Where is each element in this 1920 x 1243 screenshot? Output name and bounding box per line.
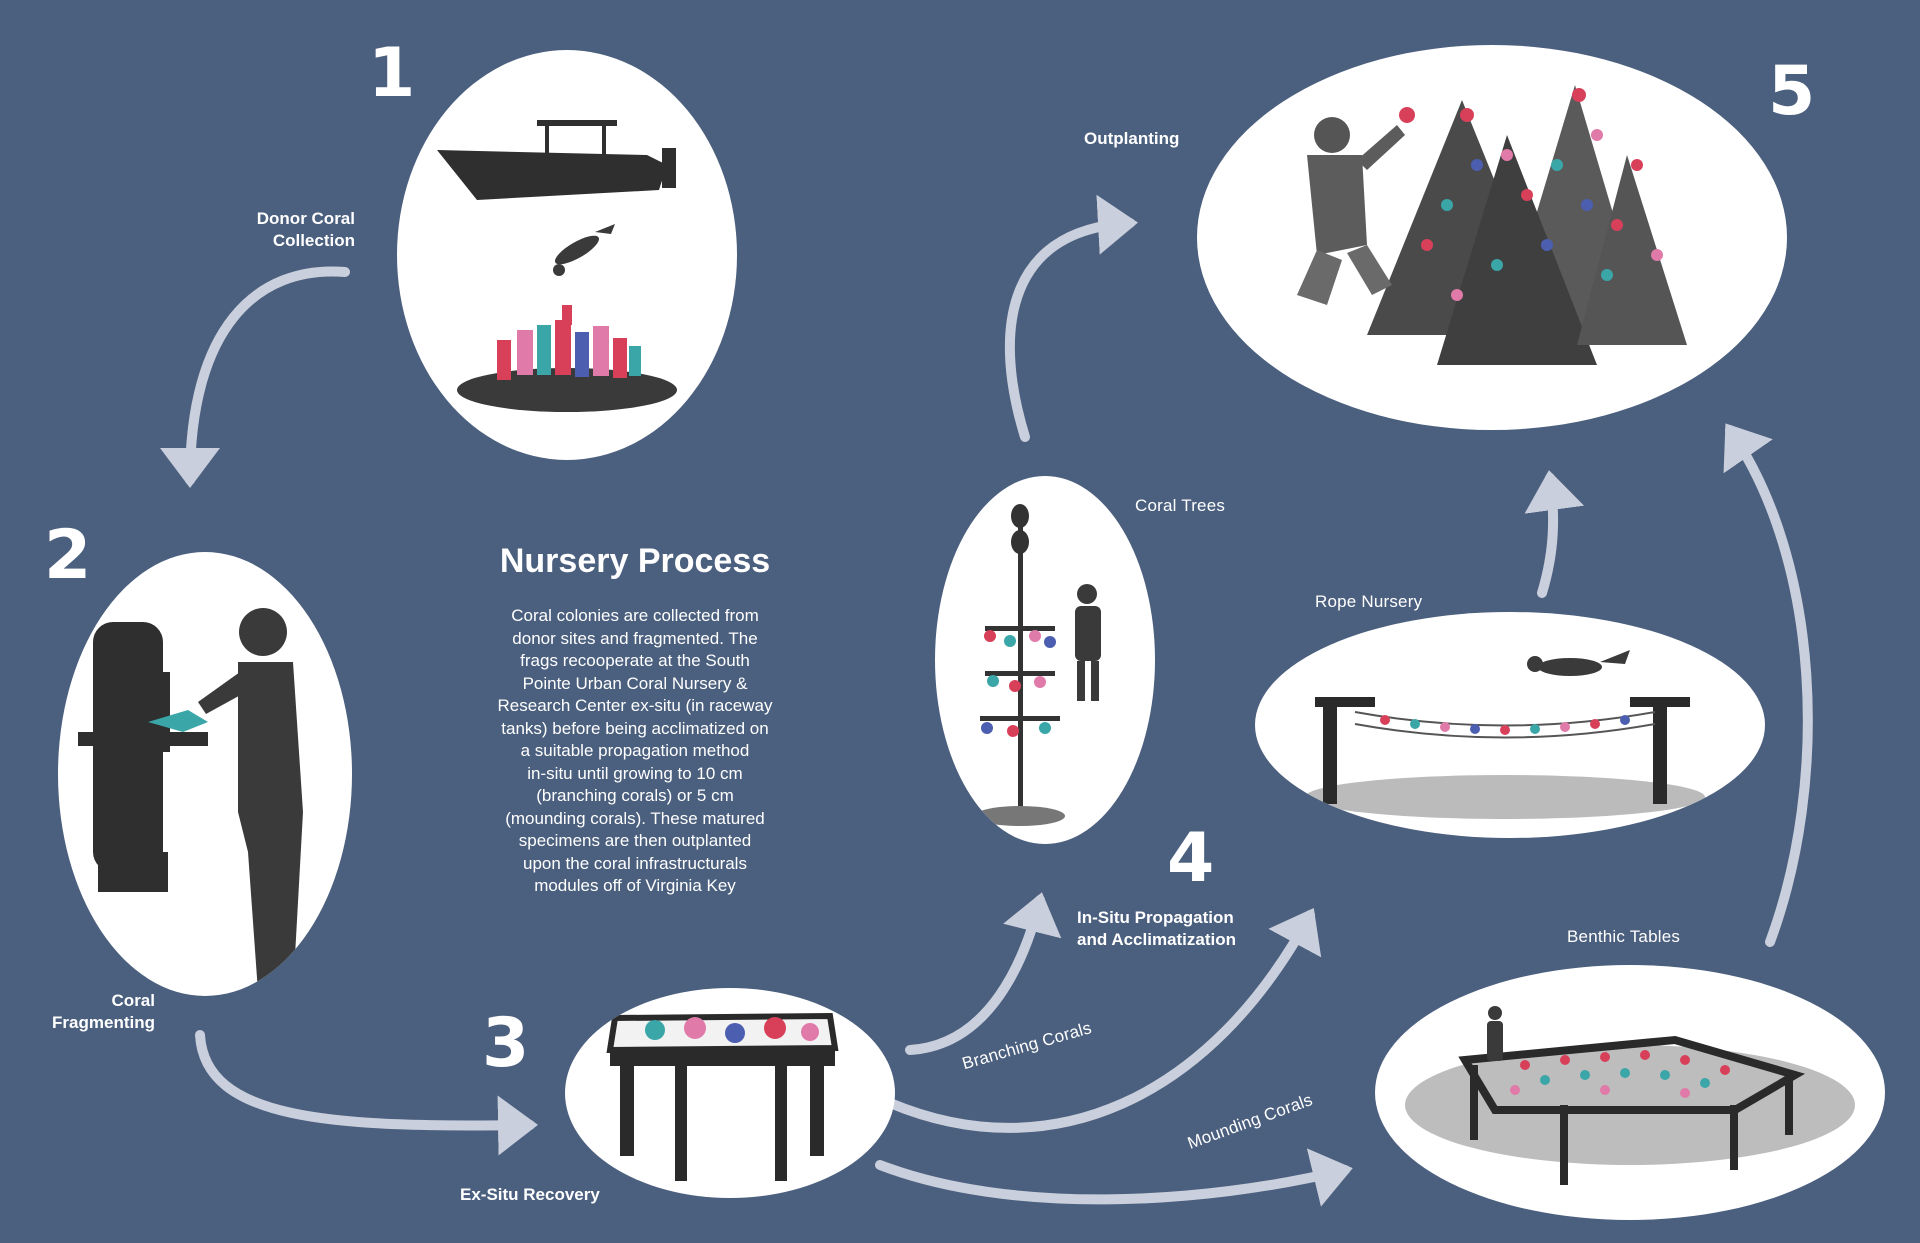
outplanting-illustration bbox=[1197, 45, 1787, 430]
description-line: Coral colonies are collected from bbox=[470, 605, 800, 628]
description-line: tanks) before being acclimatized on bbox=[470, 718, 800, 741]
arrow-3-to-tables bbox=[880, 1165, 1345, 1199]
description-line: upon the coral infrastructurals bbox=[470, 853, 800, 876]
arrow-2-to-3 bbox=[200, 1035, 530, 1126]
bandsaw-icon bbox=[78, 622, 208, 892]
diver-icon bbox=[1527, 650, 1630, 676]
boat-icon bbox=[437, 120, 676, 200]
mounding-corals-label: Mounding Corals bbox=[1185, 1090, 1315, 1154]
rope-nursery-illustration bbox=[1255, 612, 1765, 838]
rope-nursery-label: Rope Nursery bbox=[1315, 592, 1422, 612]
step-1-label: Donor Coral Collection bbox=[215, 208, 355, 252]
step-2-number: 2 bbox=[44, 522, 91, 590]
description-line: modules off of Virginia Key bbox=[470, 875, 800, 898]
description-line: frags recooperate at the South bbox=[470, 650, 800, 673]
step-4-number: 4 bbox=[1167, 825, 1214, 893]
description-line: (mounding corals). These matured bbox=[470, 808, 800, 831]
step-2-label: Coral Fragmenting bbox=[20, 990, 155, 1034]
step-5-label: Outplanting bbox=[1084, 128, 1224, 150]
coral-pile-icon bbox=[457, 305, 677, 412]
description-line: donor sites and fragmented. The bbox=[470, 628, 800, 651]
coral-tree-icon bbox=[975, 504, 1065, 826]
description-line: a suitable propagation method bbox=[470, 740, 800, 763]
diagram-title: Nursery Process bbox=[455, 542, 815, 581]
description-line: Pointe Urban Coral Nursery & bbox=[470, 673, 800, 696]
coral-trees-label: Coral Trees bbox=[1135, 496, 1225, 516]
step-3-label: Ex-Situ Recovery bbox=[460, 1184, 660, 1206]
arrow-trees-to-5 bbox=[1010, 223, 1130, 437]
description-line: in-situ until growing to 10 cm bbox=[470, 763, 800, 786]
description-line: Research Center ex-situ (in raceway bbox=[470, 695, 800, 718]
description-line: (branching corals) or 5 cm bbox=[470, 785, 800, 808]
arrow-rope-to-5 bbox=[1542, 478, 1553, 593]
ex-situ-tank-illustration bbox=[565, 988, 895, 1198]
diver-icon bbox=[1487, 1006, 1503, 1061]
benthic-tables-illustration bbox=[1375, 965, 1885, 1220]
diver-icon bbox=[1075, 584, 1101, 701]
diver-icon bbox=[551, 224, 615, 276]
step-5-number: 5 bbox=[1768, 58, 1815, 126]
donor-collection-illustration bbox=[397, 50, 737, 460]
arrow-3-to-trees bbox=[910, 900, 1040, 1050]
description-line: specimens are then outplanted bbox=[470, 830, 800, 853]
coral-trees-illustration bbox=[935, 476, 1155, 844]
branching-corals-label: Branching Corals bbox=[960, 1018, 1094, 1074]
technician-icon bbox=[198, 608, 303, 992]
coral-module-pyramids-icon bbox=[1367, 85, 1687, 365]
benthic-tables-label: Benthic Tables bbox=[1567, 927, 1680, 947]
raceway-tank-icon bbox=[610, 1016, 835, 1181]
arrow-1-to-2 bbox=[190, 271, 345, 480]
step-4-label: In-Situ Propagation and Acclimatization bbox=[1077, 907, 1277, 951]
step-1-number: 1 bbox=[368, 40, 415, 108]
step-3-number: 3 bbox=[482, 1010, 529, 1078]
fragmenting-illustration bbox=[58, 552, 352, 996]
